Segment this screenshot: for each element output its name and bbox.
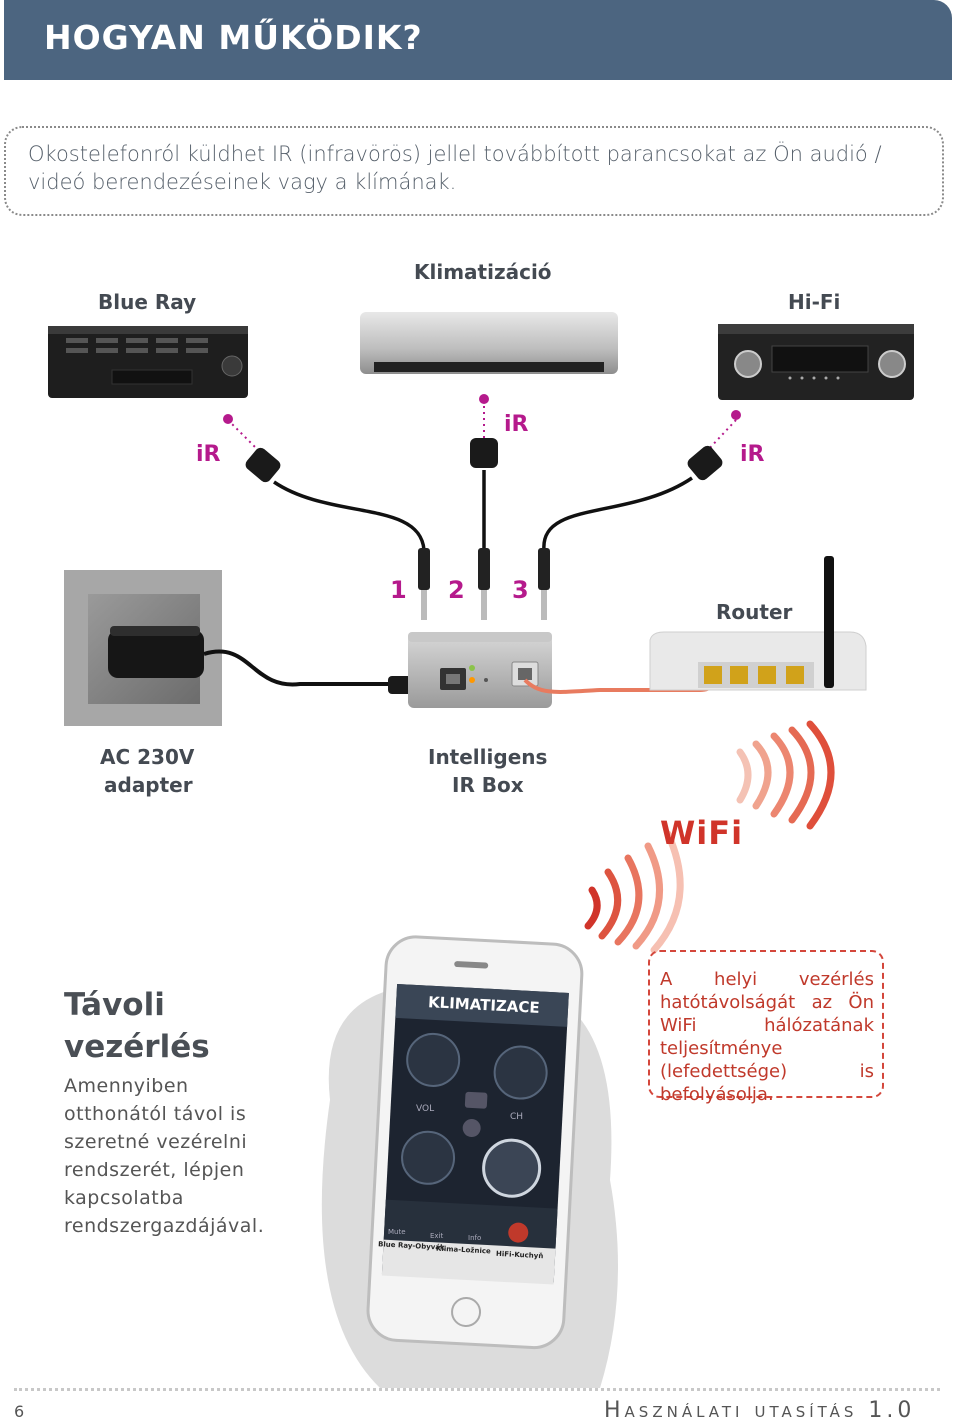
ir-label-right: iR [740, 442, 765, 467]
intro-box [4, 126, 944, 216]
label-irbox-line1: Intelligens [428, 745, 548, 769]
ir-box-image [408, 632, 552, 708]
page-title: HOGYAN MŰKÖDIK? [44, 18, 423, 57]
footer-title: Használati utasítás 1.0 [604, 1398, 916, 1423]
wifi-note-text: A helyi vezérlés hatótávolságát az Ön Wi… [660, 969, 874, 1105]
phone-exit-label: Exit [430, 1232, 444, 1240]
air-conditioner-image [360, 312, 618, 374]
port-number-1: 1 [390, 576, 407, 604]
ir-emitters [245, 438, 723, 483]
audio-jacks [418, 548, 550, 620]
wifi-waves-lower [584, 830, 684, 954]
phone-info-label: Info [468, 1234, 482, 1242]
remote-title-line2: vezérlés [64, 1029, 210, 1065]
label-adapter-line1: AC 230V [100, 745, 195, 769]
phone-mute-label: Mute [388, 1228, 406, 1236]
footer-divider [14, 1388, 940, 1391]
phone-vol-label: VOL [416, 1104, 435, 1114]
label-irbox-line2: IR Box [452, 773, 524, 797]
remote-title-line1: Távoli [64, 987, 165, 1023]
remote-description: Amennyiben otthonától távol is szeretné … [64, 1075, 265, 1237]
label-bluray: Blue Ray [98, 290, 197, 314]
label-adapter-line2: adapter [104, 773, 193, 797]
smartphone-image [366, 935, 584, 1350]
wifi-waves-upper [736, 720, 835, 830]
wifi-note-box [648, 950, 884, 1098]
port-number-3: 3 [512, 576, 529, 604]
label-klima: Klimatizáció [414, 260, 552, 284]
ir-label-left: iR [196, 442, 221, 467]
page-number: 6 [14, 1402, 25, 1421]
intro-text: Okostelefonról küldhet IR (infravörös) j… [28, 142, 882, 194]
label-hifi: Hi-Fi [788, 290, 841, 314]
remote-title: Távoli vezérlés [64, 984, 210, 1068]
label-router: Router [716, 600, 793, 624]
router-image [649, 556, 867, 691]
hifi-receiver-image [718, 324, 914, 400]
port-number-2: 2 [448, 576, 465, 604]
ir-label-center: iR [504, 412, 529, 437]
header-bar [4, 0, 952, 80]
wall-socket-adapter-image [64, 570, 222, 726]
phone-ch-label: CH [510, 1112, 524, 1122]
wifi-label: WiFi [660, 814, 744, 852]
bluray-player-image [48, 326, 248, 398]
